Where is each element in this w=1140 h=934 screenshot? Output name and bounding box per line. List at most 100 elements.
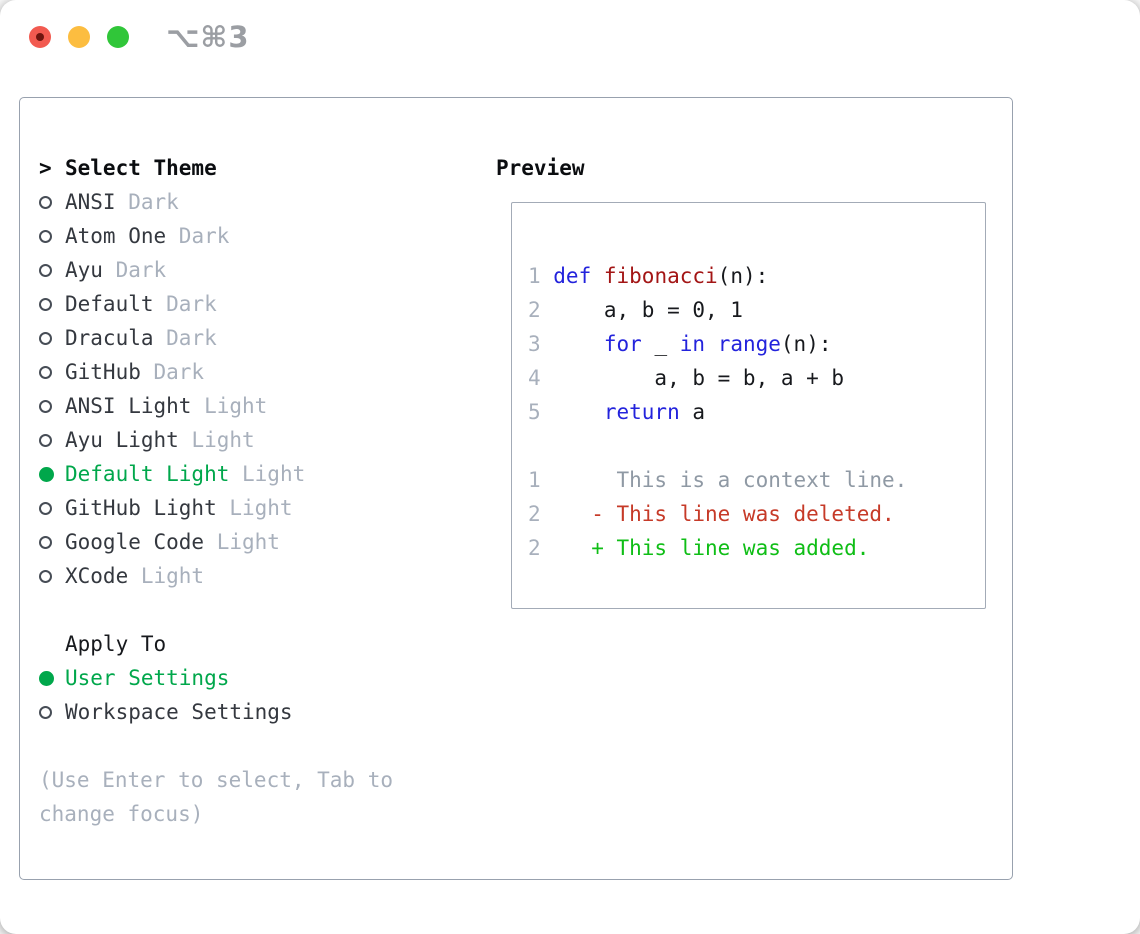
apply-to-option[interactable]: User Settings [39, 661, 489, 695]
diff-text: This is a context line. [553, 468, 908, 492]
record-dot-icon [36, 33, 44, 41]
line-number: 2 [528, 298, 541, 322]
line-number: 1 [528, 468, 541, 492]
radio-icon [39, 433, 52, 447]
theme-option[interactable]: ANSI Dark [39, 185, 489, 219]
prompt-caret-icon: > [39, 156, 52, 180]
diff-line-deleted: 2 - This line was deleted. [528, 497, 985, 531]
apply-to-option[interactable]: Workspace Settings [39, 695, 489, 729]
theme-variant: Light [178, 428, 255, 452]
code-text: a, b = b, a + b [553, 366, 845, 390]
theme-variant: Light [204, 530, 280, 554]
radio-icon [39, 195, 52, 209]
radio-icon [39, 569, 52, 583]
apply-to-label: User Settings [65, 666, 230, 690]
theme-option[interactable]: Default Light Light [39, 457, 489, 491]
theme-option[interactable]: Ayu Light Light [39, 423, 489, 457]
line-number: 4 [528, 366, 541, 390]
apply-to-label: Workspace Settings [65, 700, 293, 724]
code-text: return a [603, 400, 706, 424]
theme-name: Atom One [65, 224, 167, 248]
code-line: 1 def fibonacci(n): [528, 259, 985, 293]
theme-option[interactable]: GitHub Dark [39, 355, 489, 389]
theme-option[interactable]: Dracula Dark [39, 321, 489, 355]
theme-name: Default [65, 292, 154, 316]
theme-name: Dracula [65, 326, 154, 350]
theme-option[interactable]: Ayu Dark [39, 253, 489, 287]
theme-option[interactable]: ANSI Light Light [39, 389, 489, 423]
code-line: 2 a, b = 0, 1 [528, 293, 985, 327]
spacer [528, 429, 985, 463]
apply-to-title: Apply To [65, 632, 167, 656]
theme-name: ANSI Light [65, 394, 192, 418]
code-text: def fibonacci(n): [553, 264, 769, 288]
radio-icon [39, 705, 52, 719]
code-text: for _ in range(n): [603, 332, 832, 356]
radio-icon [39, 501, 52, 515]
theme-option[interactable]: Default Dark [39, 287, 489, 321]
spacer [39, 729, 489, 763]
zoom-button[interactable] [107, 26, 129, 48]
radio-selected-icon [39, 670, 54, 686]
line-number: 2 [528, 536, 541, 560]
theme-variant: Light [191, 394, 268, 418]
close-button[interactable] [29, 26, 51, 48]
theme-variant: Light [128, 564, 205, 588]
theme-variant: Light [229, 462, 306, 486]
diff-text: + This line was added. [553, 536, 870, 560]
keyboard-hint: (Use Enter to select, Tab to change focu… [39, 768, 394, 826]
theme-variant: Dark [153, 326, 217, 350]
theme-name: XCode [65, 564, 129, 588]
theme-option[interactable]: XCode Light [39, 559, 489, 593]
theme-variant: Dark [153, 292, 217, 316]
preview-title: Preview [496, 156, 585, 180]
theme-option[interactable]: Google Code Light [39, 525, 489, 559]
diff-line-added: 2 + This line was added. [528, 531, 985, 565]
window-shortcut-label: ⌥⌘3 [166, 20, 250, 54]
theme-name: GitHub Light [65, 496, 217, 520]
theme-variant: Light [216, 496, 293, 520]
apply-to-header: Apply To [39, 627, 489, 661]
theme-variant: Dark [115, 190, 179, 214]
code-line: 5 return a [528, 395, 985, 429]
diff-preview: 1 This is a context line.2 - This line w… [528, 463, 985, 565]
line-number: 1 [528, 264, 541, 288]
code-line: 3 for _ in range(n): [528, 327, 985, 361]
theme-variant: Dark [102, 258, 167, 282]
theme-name: GitHub [65, 360, 141, 384]
theme-name: ANSI [65, 190, 116, 214]
theme-option[interactable]: GitHub Light Light [39, 491, 489, 525]
radio-icon [39, 229, 52, 243]
theme-name: Google Code [65, 530, 205, 554]
line-number: 5 [528, 400, 541, 424]
theme-variant: Dark [166, 224, 230, 248]
radio-icon [39, 535, 52, 549]
radio-selected-icon [39, 466, 54, 482]
line-number: 3 [528, 332, 541, 356]
radio-icon [39, 297, 52, 311]
theme-name: Default Light [65, 462, 230, 486]
select-theme-header: > Select Theme [39, 151, 489, 185]
theme-name: Ayu [65, 258, 103, 282]
radio-icon [39, 331, 52, 345]
select-theme-title: Select Theme [65, 156, 217, 180]
code-line: 4 a, b = b, a + b [528, 361, 985, 395]
theme-option[interactable]: Atom One Dark [39, 219, 489, 253]
theme-variant: Dark [140, 360, 205, 384]
code-text: a, b = 0, 1 [553, 298, 743, 322]
minimize-button[interactable] [68, 26, 90, 48]
spacer [39, 593, 489, 627]
radio-icon [39, 365, 52, 379]
radio-icon [39, 399, 52, 413]
line-number: 2 [528, 502, 541, 526]
diff-line-context: 1 This is a context line. [528, 463, 985, 497]
diff-text: - This line was deleted. [553, 502, 895, 526]
radio-icon [39, 263, 52, 277]
